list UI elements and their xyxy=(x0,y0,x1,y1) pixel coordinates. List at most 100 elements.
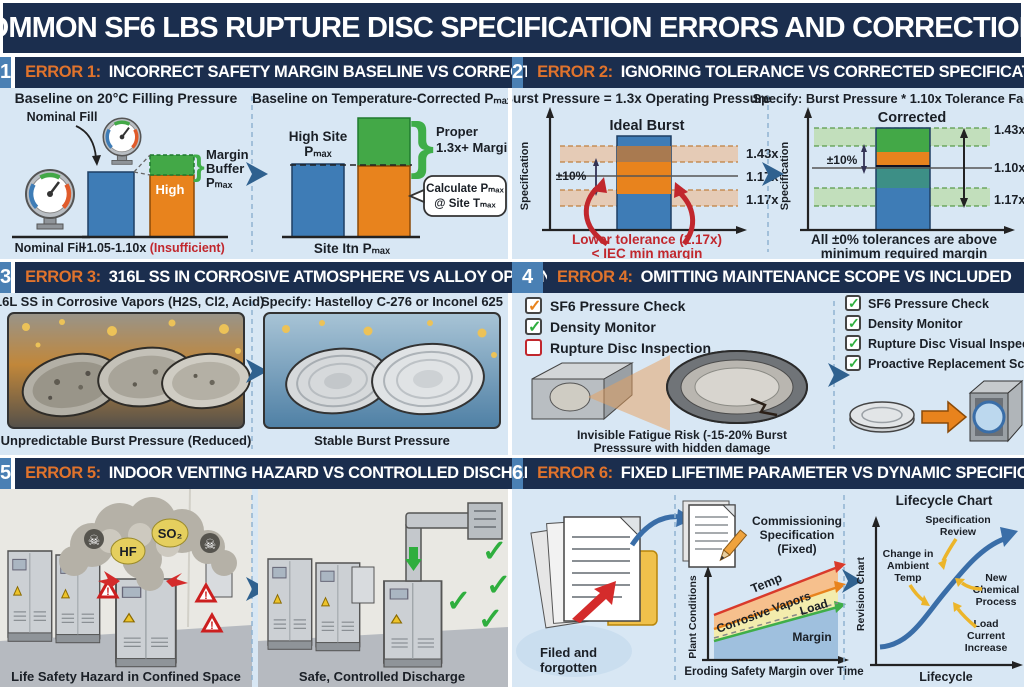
callout-arrow xyxy=(75,125,97,159)
p2-right-heading: Specify: Burst Pressure * 1.10x Toleranc… xyxy=(753,91,1024,106)
ann-spec-review-2: Review xyxy=(940,526,977,538)
checklist-item: Density Monitor xyxy=(550,319,656,335)
commissioning-line1: Commissioning xyxy=(752,514,842,528)
checkbox-icon xyxy=(525,297,542,314)
red-arrow-2 xyxy=(677,190,696,246)
site-pmax-bar xyxy=(291,163,345,238)
red-arrow-1 xyxy=(583,185,609,247)
panel-error-1: 1 ERROR 1:INCORRECT SAFETY MARGIN BASELI… xyxy=(0,57,560,259)
skull-icon: ☠ xyxy=(88,532,101,548)
p2-right-caption-2: minimum required margin xyxy=(821,246,988,259)
vent-duct xyxy=(405,502,503,582)
p3-right-caption: Stable Burst Pressure xyxy=(314,433,450,448)
callout-pointer xyxy=(407,188,425,204)
lifecycle-xaxis: Lifecycle xyxy=(919,670,973,684)
p2-right-caption-1: All ±0% tolerances are above xyxy=(811,232,997,247)
p2-right-tick-0: 1.43x xyxy=(994,123,1024,137)
check-green-icon: ✓ xyxy=(478,603,503,636)
calculate-line2: @ Site Tₘₐₓ xyxy=(434,198,496,210)
series-margin: Margin xyxy=(792,630,831,644)
ann-ambient-2: Ambient xyxy=(887,560,930,572)
replacement-disc-illustration xyxy=(849,379,1024,443)
panel-error-6: 6 ERROR 6: FIXED LIFETIME PARAMETER VS DY… xyxy=(512,458,1024,687)
p2-left-caption-1: Lower tolerance (1.17x) xyxy=(572,232,722,247)
lifecycle-chart: Lifecycle Chart Revision Chart Specifica… xyxy=(855,493,1023,684)
insert-arrow-icon xyxy=(921,400,968,434)
correction-arrow-icon xyxy=(246,162,268,186)
p1-bars-axis-label: ~1.05-1.10x (Insufficient) xyxy=(79,241,225,255)
checkbox-icon xyxy=(845,355,861,371)
svg-text:!: ! xyxy=(204,590,208,602)
callout-arrowhead xyxy=(92,155,101,166)
margin-buffer-cap xyxy=(149,154,195,176)
checkbox-empty-icon xyxy=(525,339,542,356)
panel-3-title: 316L SS IN CORROSIVE ATMOSPHERE VS ALLOY… xyxy=(108,268,552,286)
filed-caption-1: Filed and xyxy=(540,645,597,660)
lifecycle-title: Lifecycle Chart xyxy=(896,493,993,508)
nominal-fill-bar xyxy=(87,171,135,238)
pressure-gauge-icon xyxy=(26,170,74,229)
check-orange-icon: ✓ xyxy=(528,298,541,315)
high-bar-label: High xyxy=(156,182,185,197)
p3-left-heading: 316L SS in Corrosive Vapors (H2S, Cl2, A… xyxy=(0,294,264,309)
margin-brace-line2: Buffer xyxy=(206,161,244,176)
panel-error-3: 3 ERROR 3:316L SS IN CORROSIVE ATMOSPHER… xyxy=(0,262,552,455)
ann-chemical-3: Process xyxy=(976,596,1017,608)
wall-box xyxy=(351,566,375,604)
red-arrow-icon xyxy=(572,581,616,623)
margin-area xyxy=(714,607,838,660)
erosion-xaxis: Eroding Safety Margin over Time xyxy=(684,666,863,678)
p4-left-caption-1: Invisible Fatigue Risk (-15-20% Burst xyxy=(577,428,787,442)
margin-brace-line3: Pₘₐₓ xyxy=(206,175,233,190)
error-4-label: ERROR 4: xyxy=(557,268,633,286)
bar-tolerance-band xyxy=(617,162,671,194)
error-2-label: ERROR 2: xyxy=(537,63,613,81)
panel-6-title: FIXED LIFETIME PARAMETER VS DYNAMIC SPEC… xyxy=(620,464,1024,482)
panel-error-2: 2 ERROR 2:IGNORING TOLERANCE VS CORRECTE… xyxy=(512,57,1024,259)
panel-3-number-badge: 3 xyxy=(0,262,12,293)
panel-6-number-badge: 6 xyxy=(512,458,524,489)
checkbox-icon xyxy=(845,315,861,331)
filed-documents-illustration: Filed and forgotten xyxy=(516,509,694,677)
error-5-label: ERROR 5: xyxy=(25,464,101,482)
panel-2-body: Burst Pressure = 1.3x Operating Pressure… xyxy=(512,88,1024,259)
panel-4-title: OMITTING MAINTENANCE SCOPE VS INCLUDED xyxy=(640,268,1012,286)
gas-label-hf: HF xyxy=(119,544,136,559)
checklist-item: Density Monitor xyxy=(868,317,963,331)
panel-4-body: ✓ SF6 Pressure Check ✓ Density Monitor R… xyxy=(512,293,1024,455)
panel-1-number-badge: 1 xyxy=(0,57,12,88)
p4-left-caption-2: Presssure with hidden damage xyxy=(594,441,771,455)
controlled-discharge-scene: ✓ ✓ ✓ ✓ Safe, Controlled Discharge xyxy=(258,489,508,687)
commissioning-doc-illustration: Commissioning Specification (Fixed) xyxy=(682,500,842,568)
warning-triangle-icon: ! ! ! xyxy=(96,577,224,633)
panel-1-title: INCORRECT SAFETY MARGIN BASELINE VS CORR… xyxy=(108,63,560,81)
s-curve xyxy=(879,536,1005,650)
pencil-icon xyxy=(719,529,748,562)
ann-spec-review-1: Specification xyxy=(925,514,990,526)
check-green-icon: ✓ xyxy=(848,355,860,371)
skull-icon: ☠ xyxy=(204,536,217,552)
panel-5-body: ☠ ☠ HF SO₂ ! ! ! xyxy=(0,489,508,687)
green-flow-arrow xyxy=(405,547,422,571)
ann-chemical-2: Chemical xyxy=(973,584,1020,596)
panel-4-number-badge: 4 xyxy=(512,262,543,293)
panel-2-title: IGNORING TOLERANCE VS CORRECTED SPECIFIC… xyxy=(620,63,1024,81)
panel-5-title: INDOOR VENTING HAZARD VS CONTROLLED DISC… xyxy=(108,464,559,482)
p2-left-caption-2: < IEC min margin xyxy=(592,246,703,259)
margin-brace-line1: Margin xyxy=(206,147,249,162)
pressure-gauge-small-icon xyxy=(101,116,143,167)
p3-right-heading: Specify: Hastelloy C-276 or Inconel 625 xyxy=(261,294,503,309)
panel-6-body: Filed and forgotten xyxy=(512,489,1024,687)
bar-upper-band xyxy=(617,146,671,162)
correction-arrow-icon xyxy=(246,577,268,601)
error-6-label: ERROR 6: xyxy=(537,464,613,482)
p2-right-tolerance: ±10% xyxy=(827,153,858,167)
check-green-icon: ✓ xyxy=(848,315,860,331)
yellow-arrowheads xyxy=(921,559,965,612)
checklist-item: Rupture Disc Inspection xyxy=(550,340,711,356)
ann-load-2: Current xyxy=(967,630,1005,642)
corrected-pmax-bar xyxy=(357,165,411,238)
fatigue-disc-illustration xyxy=(531,350,808,431)
checkbox-icon xyxy=(845,295,861,311)
